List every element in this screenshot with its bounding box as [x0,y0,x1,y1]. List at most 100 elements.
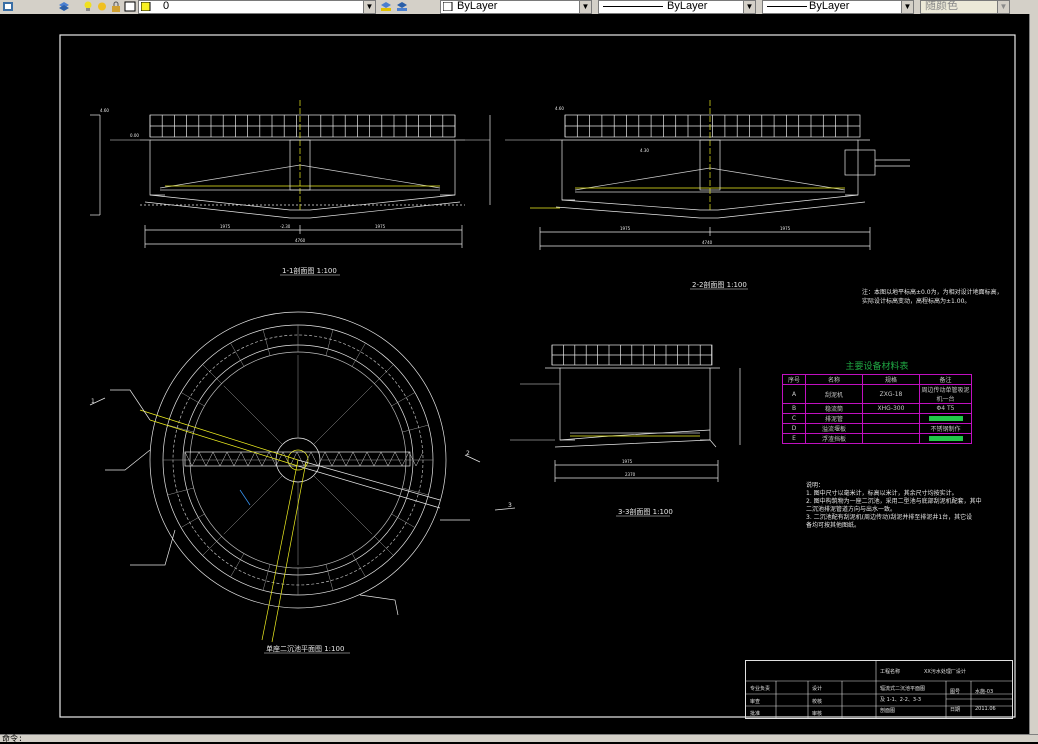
drawing-frame [59,34,1016,718]
table-row: B 稳流筒 XHG-300 Φ4 T5 [782,403,972,414]
col-header: 名称 [805,374,863,385]
chevron-down-icon[interactable]: ▼ [997,1,1009,13]
linetype-preview [603,6,663,7]
leader-label: 专业负责 [750,686,771,692]
chevron-down-icon[interactable]: ▼ [901,1,913,13]
equipment-table-title: 主要设备材料表 [845,362,909,372]
table-cell: 周边传动单管吸泥机一台 [919,384,972,404]
sun-icon[interactable] [96,1,108,12]
s3-dim-span: 1975 [622,459,633,464]
table-cell [919,433,972,444]
design-label: 设计 [812,686,823,692]
project-label: 工程名称 [880,669,901,675]
s1-elev-ground: 0.00 [130,133,139,138]
table-cell: 不锈钢制作 [919,423,972,434]
table-row: D 溢流堰板 不锈钢制作 [782,423,972,434]
date-value: 2011.06 [975,706,996,712]
table-cell: 稳流筒 [805,403,863,414]
color-dropdown[interactable]: ByLayer ▼ [440,0,592,14]
table-cell: 刮泥机 [805,384,863,404]
title-block: 工程名称 XX污水处理厂设计 专业负责 设计 审查 校核 批准 审核 辐流式二沉… [745,660,1013,719]
s1-elev-bottom: -2.30 [280,224,291,229]
layers-icon[interactable] [58,1,70,12]
equipment-table: 主要设备材料表 序号 名称 规格 备注 A 刮泥机 ZXG-18 周边传动单管吸… [782,360,972,444]
command-line[interactable]: 命令: [0,734,1038,744]
table-cell [862,423,920,434]
table-row: E 浮渣挡板 [782,433,972,444]
note-item: 二沉池排泥管道方向与出水一致。 [806,506,897,513]
drawing-name-2: 及 1-1、2-2、3-3 [880,697,922,703]
table-row: A 刮泥机 ZXG-18 周边传动单管吸泥机一台 [782,384,972,404]
general-notes: 说明： 1. 图中尺寸以毫米计，标高以米计，其余尺寸均按实计。 2. 图中构筑物… [806,482,1016,530]
s1-dim-left: 1975 [220,224,231,229]
command-prompt: 命令: [2,735,23,744]
number-value: 水施-03 [975,689,994,695]
drawing-canvas[interactable]: 1-1剖面图 1:100 1975 1975 4760 4.60 0.00 -2… [0,14,1038,734]
title-block-grid [746,661,1012,718]
table-cell: 溢流堰板 [805,423,863,434]
table-cell [862,433,920,444]
plan-view-title: 单座二沉池平面图 1:100 [266,644,344,653]
plan-view [89,311,516,643]
elevation-note-line2: 实际设计标高变动，高程标高为±1.00。 [862,298,971,305]
lightbulb-icon[interactable] [82,1,94,12]
section-2-2-title: 2-2剖面图 1:100 [692,280,747,289]
table-header-row: 序号 名称 规格 备注 [782,374,972,385]
s2-dim-right: 1975 [780,226,791,231]
section-mark-2: 2 [466,450,470,457]
green-fill-icon [928,416,963,421]
s1-dim-right: 1975 [375,224,386,229]
properties-toolbar: 0 ▼ ByLayer ▼ ByLayer ▼ ByLayer ▼ 随颜色 ▼ [0,0,1038,15]
plotstyle-dropdown[interactable]: 随颜色 ▼ [920,0,1010,14]
section-mark-3: 3 [508,502,512,509]
note-item: 3. 二沉池配有刮泥机(周边传动)刮泥并排至排泥井1台，其它设 [806,514,973,521]
s2-dim-total: 4740 [702,240,713,245]
chevron-down-icon[interactable]: ▼ [579,1,591,13]
table-cell: D [782,423,806,434]
s1-dim-total: 4760 [295,238,306,243]
lock-icon[interactable] [110,1,122,12]
project-name: XX污水处理厂设计 [924,669,966,675]
approved-label: 批准 [750,711,761,717]
table-cell: B [782,403,806,414]
s2-dim-left: 1975 [620,226,631,231]
section-2-2 [505,100,910,250]
number-label: 图号 [950,689,961,695]
check-label: 校核 [812,699,823,705]
section-3-3-title: 3-3剖面图 1:100 [618,507,673,516]
table-cell: C [782,413,806,424]
layer-previous-icon[interactable] [396,1,408,12]
table-row: C 排泥管 [782,413,972,424]
color-square-icon[interactable] [124,1,136,12]
col-header: 序号 [782,374,806,385]
lineweight-dropdown[interactable]: ByLayer ▼ [762,0,914,14]
note-item: 1. 图中尺寸以毫米计，标高以米计，其余尺寸均按实计。 [806,490,958,497]
section-3-3 [510,344,741,482]
table-cell: E [782,433,806,444]
table-cell: 浮渣挡板 [805,433,863,444]
col-header: 备注 [919,374,972,385]
s3-dim-total: 2370 [625,472,636,477]
layer-dropdown[interactable]: 0 ▼ [138,0,376,14]
table-cell [919,413,972,424]
vertical-scrollbar[interactable] [1029,14,1038,734]
s2-elev-top: 4.60 [555,106,564,111]
table-cell: Φ4 T5 [919,403,972,414]
layer-value: 0 [163,0,170,12]
table-cell: A [782,384,806,404]
linetype-dropdown[interactable]: ByLayer ▼ [598,0,756,14]
layer-manager-icon[interactable] [2,1,14,12]
s2-elev-water: 4.30 [640,148,649,153]
col-header: 规格 [862,374,920,385]
date-label: 日期 [950,707,961,713]
plotstyle-value: 随颜色 [925,0,958,12]
layer-color-icon [141,2,151,11]
table-cell: XHG-300 [862,403,920,414]
chevron-down-icon[interactable]: ▼ [743,1,755,13]
s1-elev-top: 4.60 [100,108,109,113]
section-mark-1: 1 [91,398,95,405]
chevron-down-icon[interactable]: ▼ [363,1,375,13]
elevation-note-line1: 注：本图以地平标高±0.0为，为相对设计地面标高， [862,289,1003,296]
make-current-icon[interactable] [380,1,392,12]
section-1-1 [90,100,491,248]
